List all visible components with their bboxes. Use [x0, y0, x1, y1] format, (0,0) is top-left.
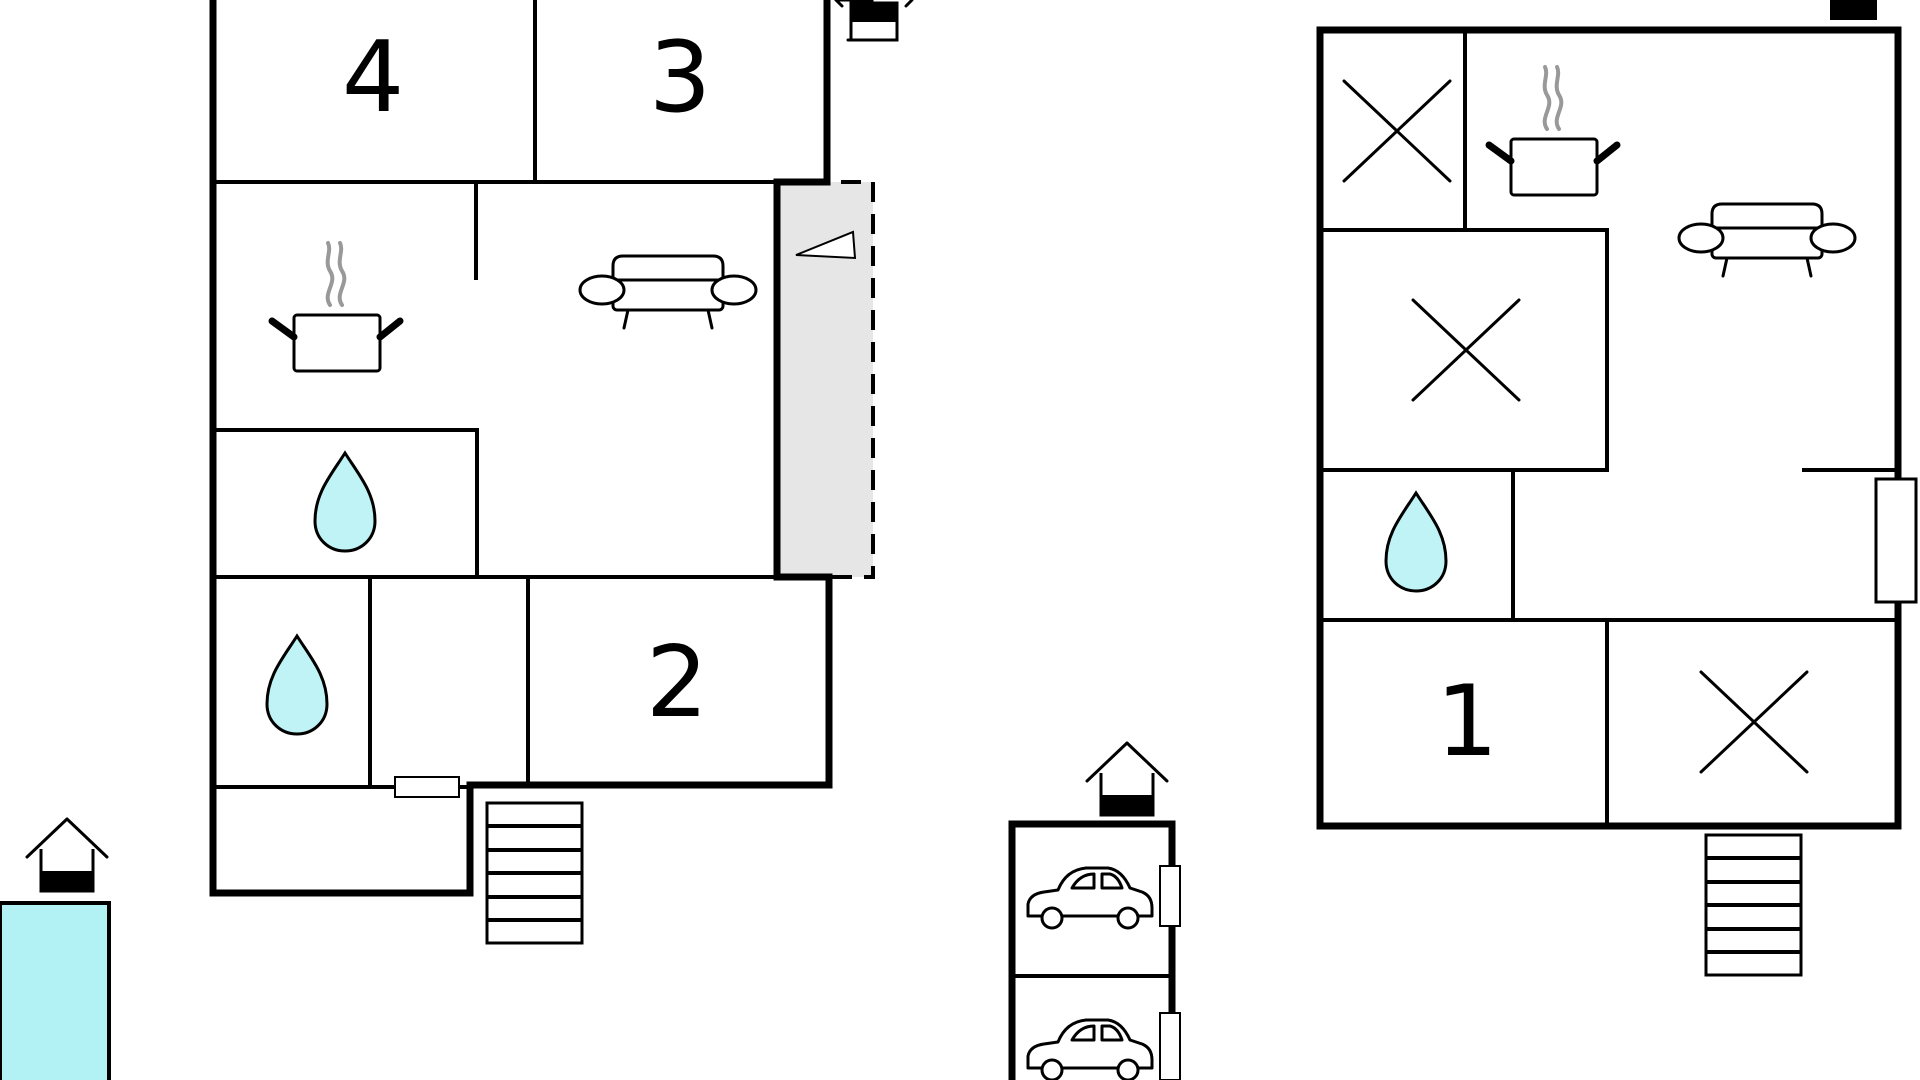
sofa-icon — [1677, 202, 1857, 278]
cross-icon — [1699, 670, 1809, 774]
sofa-icon — [578, 254, 758, 330]
water-drop-icon — [1384, 491, 1448, 593]
cross-icon — [1411, 298, 1521, 402]
garage-wall — [1008, 820, 1176, 1080]
pool — [0, 901, 111, 1080]
door — [1874, 477, 1918, 604]
stairs-icon — [1704, 833, 1803, 977]
right-building-outer-wall — [1316, 26, 1902, 830]
garage — [1008, 741, 1181, 1080]
wall-top-left-room — [1320, 30, 1467, 232]
room-number-1: 1 — [1436, 665, 1498, 779]
car-icon — [1026, 866, 1154, 930]
door — [394, 776, 460, 798]
room-number-4: 4 — [342, 21, 404, 135]
room-number-2: 2 — [646, 626, 708, 740]
wall-bathroom-top — [213, 428, 479, 577]
left-building: 4 3 2 — [209, 0, 914, 945]
top-marker — [1830, 0, 1877, 20]
cross-icon — [1342, 79, 1452, 183]
car-icon — [1026, 1018, 1154, 1080]
house-entrance-icon — [1085, 741, 1169, 817]
garage-door — [1159, 1012, 1181, 1080]
room-number-3: 3 — [649, 21, 711, 135]
water-drop-icon — [313, 451, 377, 553]
kitchen-pot-icon — [1489, 67, 1617, 195]
kitchen-pot-icon — [272, 243, 400, 371]
terrace — [777, 182, 873, 577]
pool-area — [0, 817, 111, 1080]
wall-middle-room — [1320, 228, 1609, 472]
stairs-icon — [485, 801, 584, 945]
house-entrance-icon — [834, 0, 914, 42]
fireplace-triangle-icon — [795, 230, 857, 260]
right-building: 1 — [1316, 0, 1918, 977]
house-entrance-icon — [25, 817, 109, 893]
left-building-outer-wall — [209, 0, 833, 897]
water-drop-icon — [265, 634, 329, 736]
garage-door — [1159, 865, 1181, 927]
